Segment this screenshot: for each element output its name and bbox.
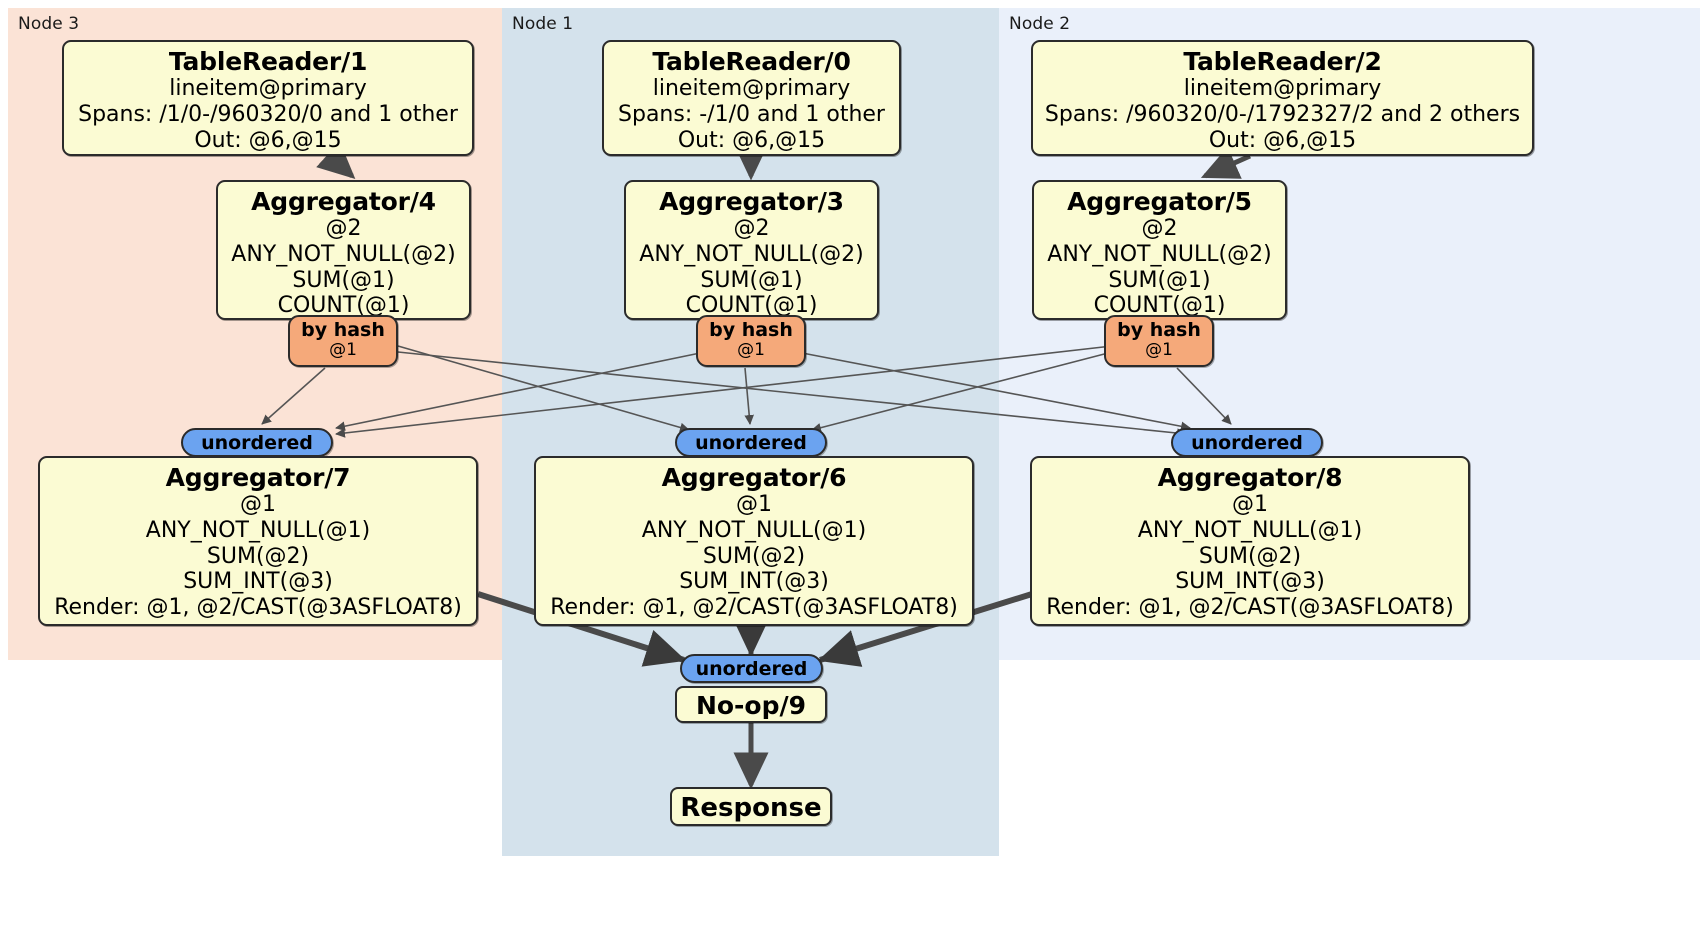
processor-line: Out: @6,@15 bbox=[677, 127, 826, 153]
processor-line: lineitem@primary bbox=[1183, 76, 1382, 102]
processor-line: SUM(@1) bbox=[292, 267, 395, 293]
processor-title: Aggregator/4 bbox=[251, 187, 436, 216]
processor-line: Spans: /1/0-/960320/0 and 1 other bbox=[78, 101, 458, 127]
synchronizer-badge-unordered-right[interactable]: unordered bbox=[1171, 428, 1323, 457]
processor-line: @1 bbox=[240, 492, 276, 518]
processor-box-aggregator-6[interactable]: Aggregator/6 @1 ANY_NOT_NULL(@1) SUM(@2)… bbox=[534, 456, 974, 626]
processor-title: Aggregator/8 bbox=[1157, 463, 1343, 492]
processor-line: lineitem@primary bbox=[169, 76, 367, 102]
synchronizer-badge-unordered-left[interactable]: unordered bbox=[181, 428, 333, 457]
synchronizer-label: unordered bbox=[1191, 432, 1303, 454]
router-badge-by-hash-center[interactable]: by hash @1 bbox=[696, 315, 806, 367]
processor-title: Aggregator/7 bbox=[165, 463, 351, 492]
processor-title: Aggregator/5 bbox=[1067, 187, 1252, 216]
synchronizer-label: unordered bbox=[695, 432, 807, 454]
synchronizer-badge-unordered-final[interactable]: unordered bbox=[680, 654, 823, 683]
synchronizer-label: unordered bbox=[201, 432, 313, 454]
processor-box-aggregator-3[interactable]: Aggregator/3 @2 ANY_NOT_NULL(@2) SUM(@1)… bbox=[624, 180, 879, 320]
processor-box-tablereader-1[interactable]: TableReader/1 lineitem@primary Spans: /1… bbox=[62, 40, 474, 156]
processor-line: SUM(@1) bbox=[1108, 267, 1211, 293]
processor-line: SUM_INT(@3) bbox=[679, 569, 829, 595]
processor-line: Render: @1, @2/CAST(@3ASFLOAT8) bbox=[54, 595, 462, 621]
processor-box-tablereader-0[interactable]: TableReader/0 lineitem@primary Spans: -/… bbox=[602, 40, 901, 156]
processor-line: Render: @1, @2/CAST(@3ASFLOAT8) bbox=[550, 595, 958, 621]
synchronizer-label: unordered bbox=[695, 658, 808, 680]
processor-box-aggregator-5[interactable]: Aggregator/5 @2 ANY_NOT_NULL(@2) SUM(@1)… bbox=[1032, 180, 1287, 320]
processor-line: ANY_NOT_NULL(@1) bbox=[641, 517, 867, 543]
router-sublabel: @1 bbox=[329, 339, 357, 360]
processor-box-noop-9[interactable]: No-op/9 bbox=[675, 686, 827, 723]
processor-line: SUM_INT(@3) bbox=[1175, 569, 1325, 595]
processor-title: Aggregator/3 bbox=[659, 187, 844, 216]
processor-line: Out: @6,@15 bbox=[1208, 127, 1357, 153]
processor-title: Aggregator/6 bbox=[661, 463, 847, 492]
processor-line: SUM(@2) bbox=[1198, 543, 1302, 569]
processor-box-aggregator-4[interactable]: Aggregator/4 @2 ANY_NOT_NULL(@2) SUM(@1)… bbox=[216, 180, 471, 320]
processor-line: COUNT(@1) bbox=[277, 293, 410, 319]
processor-line: @1 bbox=[736, 492, 772, 518]
processor-title: TableReader/0 bbox=[652, 47, 851, 76]
router-label: by hash bbox=[301, 319, 385, 341]
processor-line: Spans: /960320/0-/1792327/2 and 2 others bbox=[1044, 101, 1521, 127]
processor-box-aggregator-7[interactable]: Aggregator/7 @1 ANY_NOT_NULL(@1) SUM(@2)… bbox=[38, 456, 478, 626]
processor-line: Out: @6,@15 bbox=[194, 127, 342, 153]
processor-title: Response bbox=[680, 793, 822, 823]
processor-box-response[interactable]: Response bbox=[670, 787, 832, 826]
router-label: by hash bbox=[1117, 319, 1201, 341]
processor-line: @2 bbox=[733, 216, 770, 242]
processor-line: lineitem@primary bbox=[652, 76, 851, 102]
processor-box-tablereader-2[interactable]: TableReader/2 lineitem@primary Spans: /9… bbox=[1031, 40, 1534, 156]
node-panel-label-node3: Node 3 bbox=[18, 14, 80, 34]
router-badge-by-hash-left[interactable]: by hash @1 bbox=[288, 315, 398, 367]
processor-line: ANY_NOT_NULL(@2) bbox=[639, 241, 864, 267]
router-sublabel: @1 bbox=[737, 339, 765, 360]
processor-line: ANY_NOT_NULL(@1) bbox=[145, 517, 371, 543]
processor-title: TableReader/2 bbox=[1183, 47, 1382, 76]
processor-line: ANY_NOT_NULL(@2) bbox=[231, 241, 456, 267]
synchronizer-badge-unordered-center[interactable]: unordered bbox=[675, 428, 827, 457]
router-sublabel: @1 bbox=[1145, 339, 1173, 360]
processor-line: SUM(@2) bbox=[206, 543, 310, 569]
processor-line: Spans: -/1/0 and 1 other bbox=[618, 101, 885, 127]
processor-title: TableReader/1 bbox=[168, 47, 368, 76]
processor-line: COUNT(@1) bbox=[685, 293, 818, 319]
router-label: by hash bbox=[709, 319, 793, 341]
node-panel-label-node2: Node 2 bbox=[1009, 14, 1071, 34]
processor-title: No-op/9 bbox=[695, 691, 807, 720]
node-panel-label-node1: Node 1 bbox=[512, 14, 574, 34]
processor-line: SUM_INT(@3) bbox=[183, 569, 333, 595]
processor-line: Render: @1, @2/CAST(@3ASFLOAT8) bbox=[1046, 595, 1454, 621]
processor-line: ANY_NOT_NULL(@1) bbox=[1137, 517, 1363, 543]
processor-line: COUNT(@1) bbox=[1093, 293, 1226, 319]
processor-line: @1 bbox=[1232, 492, 1268, 518]
processor-line: ANY_NOT_NULL(@2) bbox=[1047, 241, 1272, 267]
processor-line: SUM(@2) bbox=[702, 543, 806, 569]
processor-line: @2 bbox=[1141, 216, 1178, 242]
router-badge-by-hash-right[interactable]: by hash @1 bbox=[1104, 315, 1214, 367]
processor-line: @2 bbox=[325, 216, 362, 242]
processor-box-aggregator-8[interactable]: Aggregator/8 @1 ANY_NOT_NULL(@1) SUM(@2)… bbox=[1030, 456, 1470, 626]
processor-line: SUM(@1) bbox=[700, 267, 803, 293]
